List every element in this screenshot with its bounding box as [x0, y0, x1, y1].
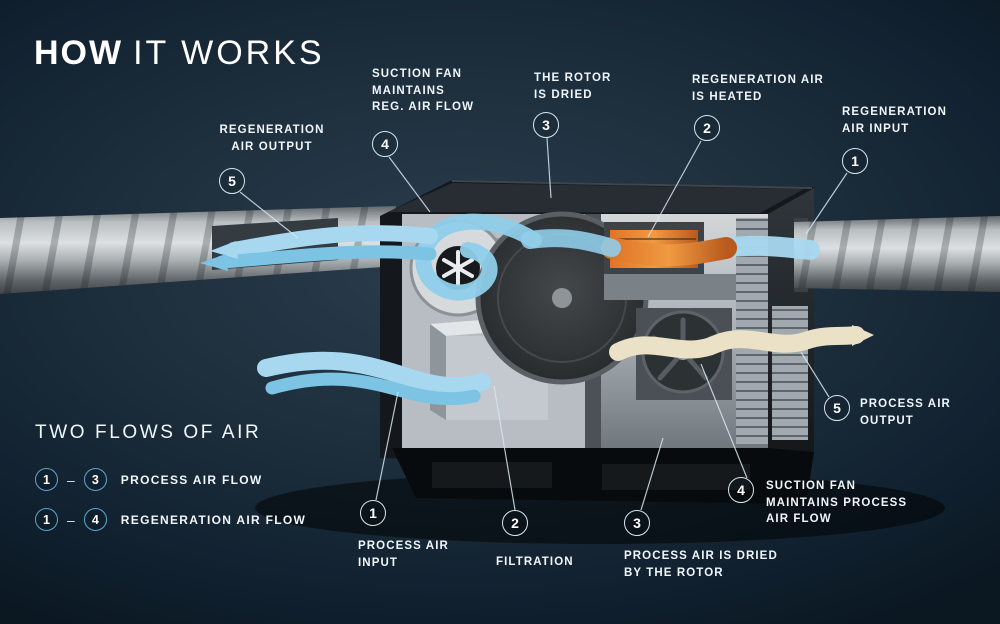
process-output-grille: [772, 306, 808, 440]
label-rotor-is-dried: THE ROTOR IS DRIED: [534, 72, 612, 101]
process-output-flow: [609, 326, 865, 361]
legend-two-flows: TWO FLOWS OF AIR 1 – 3 PROCESS AIR FLOW …: [35, 422, 306, 531]
title-word-light: IT WORKS: [133, 34, 325, 72]
label-suction-fan-reg-flow: SUCTION FAN MAINTAINS REG. AIR FLOW: [372, 68, 475, 114]
badge-3-process-air-dried: 3: [624, 510, 650, 536]
label-regeneration-air-heated: REGENERATION AIR IS HEATED: [692, 74, 824, 103]
process-inlet-flow-2: [265, 372, 481, 406]
badge-5-process-air-output: 5: [824, 395, 850, 421]
process-output-arrowhead: [852, 325, 874, 346]
legend-badge-range-end: 4: [83, 508, 107, 531]
badge-2-filtration: 2: [502, 510, 528, 536]
legend-badge-range-start: 1: [35, 508, 58, 531]
label-filtration: FILTRATION: [496, 556, 574, 568]
label-regeneration-air-output: REGENERATION AIR OUTPUT: [219, 124, 325, 153]
badge-4-suction-fan-process-flow: 4: [728, 477, 754, 503]
base-slot-right: [602, 464, 750, 490]
badge-1-regeneration-air-input: 1: [842, 148, 868, 174]
legend-badge-range-end: 3: [83, 468, 107, 491]
leader-lines: [239, 137, 848, 511]
badge-4-suction-fan-reg-flow: 4: [372, 131, 398, 157]
legend-heading: TWO FLOWS OF AIR: [35, 422, 262, 443]
rotor-hub: [552, 288, 572, 308]
regen-output-flow-1: [226, 225, 438, 258]
suction-fan-blades: [442, 250, 474, 286]
title-word-bold: HOW: [34, 34, 124, 72]
legend-label-regeneration-air-flow: REGENERATION AIR FLOW: [120, 512, 307, 527]
label-process-air-output: PROCESS AIR OUTPUT: [860, 398, 951, 427]
heated-air-flow: [601, 237, 737, 267]
machine-base: [392, 448, 814, 504]
regen-output-flow-2: [215, 245, 437, 269]
badge-5-regeneration-air-output: 5: [219, 168, 245, 194]
badge-2-regeneration-air-heated: 2: [694, 115, 720, 141]
label-suction-fan-process-flow: SUCTION FAN MAINTAINS PROCESS AIR FLOW: [766, 480, 908, 526]
legend-row-regeneration-air-flow: 1 – 4 REGENERATION AIR FLOW: [35, 508, 306, 531]
label-process-air-input: PROCESS AIR INPUT: [358, 540, 449, 569]
air-flow-ribbons: [200, 213, 874, 406]
regen-through-rotor-flow: [521, 229, 621, 257]
regeneration-input-duct: [794, 216, 1000, 292]
process-inlet-flow-1: [257, 351, 491, 396]
label-process-air-dried: PROCESS AIR IS DRIED BY THE ROTOR: [624, 550, 778, 579]
label-regeneration-air-input: REGENERATION AIR INPUT: [842, 106, 947, 135]
base-slot-left: [432, 462, 552, 488]
regen-output-arrowhead-2: [200, 254, 228, 271]
legend-range-dash: –: [67, 471, 75, 488]
badge-1-process-air-input: 1: [360, 500, 386, 526]
top-edge-highlight: [451, 180, 813, 189]
legend-range-dash: –: [67, 511, 75, 528]
fan-swirl-flow: [415, 213, 542, 301]
legend-label-process-air-flow: PROCESS AIR FLOW: [120, 472, 263, 487]
legend-badge-range-start: 1: [35, 468, 58, 491]
filter-box-side: [430, 324, 446, 420]
legend-row-process-air-flow: 1 – 3 PROCESS AIR FLOW: [35, 468, 306, 491]
regen-output-arrowhead-1: [210, 241, 238, 259]
machine-top-face: [388, 183, 804, 213]
badge-3-rotor-is-dried: 3: [533, 112, 559, 138]
